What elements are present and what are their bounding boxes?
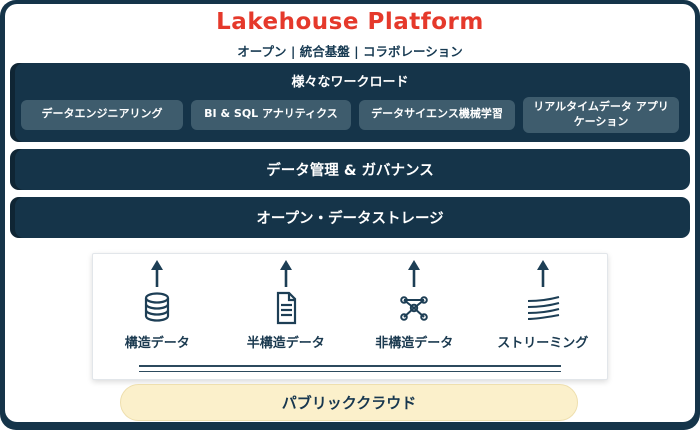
workloads-section: 様々なワークロード データエンジニアリング BI & SQL アナリティクス デ… <box>10 63 690 142</box>
page-title: Lakehouse Platform <box>216 9 484 35</box>
source-label: 半構造データ <box>246 336 325 351</box>
source-label: 非構造データ <box>375 336 454 351</box>
workloads-row: データエンジニアリング BI & SQL アナリティクス データサイエンス機械学… <box>10 97 690 133</box>
up-arrow-icon <box>406 260 422 287</box>
up-arrow-icon <box>149 260 165 287</box>
stream-icon <box>524 290 562 326</box>
workload-bi-sql-analytics: BI & SQL アナリティクス <box>191 99 351 130</box>
governance-layer-bar: データ管理 & ガバナンス <box>10 149 690 190</box>
source-label: 構造データ <box>124 336 190 351</box>
database-icon <box>139 290 175 326</box>
sources-underline <box>139 365 561 372</box>
workloads-title: 様々なワークロード <box>291 75 409 90</box>
public-cloud-pill: パブリッククラウド <box>120 384 578 421</box>
source-semi-structured: 半構造データ <box>222 260 351 379</box>
data-sources-panel: 構造データ <box>92 253 608 380</box>
workload-data-science-ml: データサイエンス機械学習 <box>359 99 515 130</box>
workload-realtime-apps: リアルタイムデータ アプリケーション <box>523 97 679 133</box>
diagram-panel: Lakehouse Platform オープン | 統合基盤 | コラボレーショ… <box>5 4 695 422</box>
source-unstructured: 非構造データ <box>350 260 479 379</box>
source-label: ストリーミング <box>497 336 589 351</box>
source-structured: 構造データ <box>93 260 222 379</box>
workload-data-engineering: データエンジニアリング <box>21 99 183 130</box>
source-streaming: ストリーミング <box>479 260 608 379</box>
up-arrow-icon <box>278 260 294 287</box>
storage-layer-bar: オープン・データストレージ <box>10 197 690 238</box>
up-arrow-icon <box>535 260 551 287</box>
platform-subtitle: オープン | 統合基盤 | コラボレーション <box>237 44 463 59</box>
brain-icon <box>396 290 432 326</box>
document-icon <box>268 290 304 326</box>
